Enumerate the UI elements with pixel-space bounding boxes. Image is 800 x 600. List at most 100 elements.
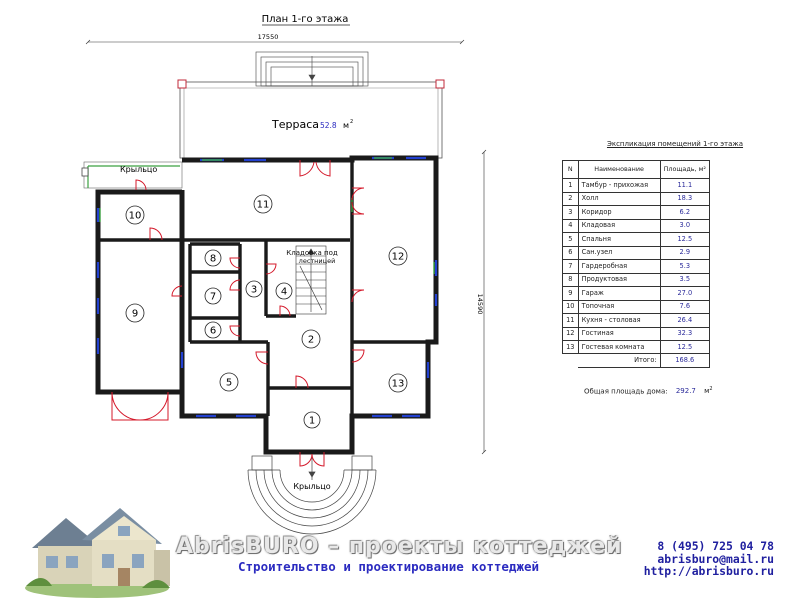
row-number: 4 — [562, 218, 579, 234]
room-number: 9 — [132, 309, 138, 320]
row-number: 5 — [562, 232, 579, 247]
house-total-unit: м — [704, 387, 710, 396]
room-name: Спальня — [577, 232, 661, 247]
room-marker-3: 3 — [245, 280, 263, 298]
left-porch-label: Крыльцо — [120, 165, 157, 174]
room-name: Холл — [577, 191, 661, 207]
room-area: 12.5 — [659, 339, 711, 355]
total-blank — [562, 353, 579, 368]
row-number: 9 — [562, 286, 579, 301]
room-area: 27.0 — [659, 286, 711, 301]
house-total: Общая площадь дома: 292.7 м2 — [584, 386, 790, 395]
room-area: 11.1 — [659, 178, 711, 193]
room-number: 1 — [309, 416, 315, 427]
room-marker-circle — [204, 249, 222, 267]
website-link[interactable]: http://abrisburo.ru — [643, 564, 774, 578]
row-number: 13 — [562, 339, 579, 355]
brand-slogan: Строительство и проектирование коттеджей — [238, 559, 540, 574]
room-marker-4: 4 — [275, 282, 293, 300]
room-marker-circle — [245, 280, 263, 298]
row-number: 10 — [562, 299, 579, 315]
room-number: 7 — [210, 292, 216, 303]
room-name: Сан.узел — [577, 245, 661, 261]
doors — [111, 160, 365, 467]
total-label: Итого: — [578, 353, 661, 368]
room-marker-13: 13 — [388, 373, 408, 393]
room-number: 2 — [308, 335, 314, 346]
room-marker-circle — [204, 287, 222, 305]
cottage-illustration — [25, 508, 170, 598]
storage-label-2: лестницей — [299, 257, 336, 265]
terrace-unit-sup: 2 — [350, 119, 353, 125]
height-dimension-label: 14590 — [476, 294, 484, 315]
row-number: 1 — [562, 178, 579, 193]
room-marker-circle — [388, 373, 408, 393]
room-area: 26.4 — [659, 313, 711, 328]
room-area: 7.6 — [659, 299, 711, 315]
room-marker-12: 12 — [388, 246, 408, 266]
room-name: Кухня - столовая — [577, 313, 661, 328]
explication-title: Экспликация помещений 1-го этажа — [606, 140, 744, 148]
room-name: Топочная — [577, 299, 661, 315]
room-number: 12 — [392, 252, 405, 263]
row-number: 8 — [562, 272, 579, 288]
header-name: Наименование — [577, 159, 661, 180]
room-name: Коридор — [577, 205, 661, 220]
room-number: 11 — [257, 200, 270, 211]
width-dimension — [85, 39, 465, 45]
brand-title: AbrisBURO – проекты коттеджей — [176, 534, 623, 559]
room-marker-circle — [219, 372, 239, 392]
room-number: 10 — [129, 211, 142, 222]
room-name: Кладовая — [577, 218, 661, 234]
footer-branding: AbrisBURO – проекты коттеджей Строительс… — [176, 534, 636, 574]
email-link[interactable]: abrisburo@mail.ru — [657, 551, 774, 566]
room-name: Продуктовая — [577, 272, 661, 288]
room-marker-circle — [125, 205, 145, 225]
room-area: 12.5 — [659, 232, 711, 247]
room-marker-11: 11 — [253, 194, 273, 214]
total-value: 168.6 — [659, 353, 711, 368]
stairs — [295, 245, 327, 315]
room-name: Гардеробная — [577, 259, 661, 274]
height-dimension — [481, 149, 487, 455]
row-number: 6 — [562, 245, 579, 261]
room-area: 6.2 — [659, 205, 711, 220]
room-marker-10: 10 — [125, 205, 145, 225]
room-number: 13 — [392, 379, 405, 390]
room-marker-circle — [301, 329, 321, 349]
room-marker-circle — [253, 194, 273, 214]
room-marker-circle — [125, 303, 145, 323]
room-marker-7: 7 — [204, 287, 222, 305]
room-marker-circle — [388, 246, 408, 266]
room-number: 4 — [281, 287, 287, 298]
room-marker-6: 6 — [204, 321, 222, 339]
room-explication: Экспликация помещений 1-го этажа N Наиме… — [560, 140, 790, 395]
front-porch-label: Крыльцо — [293, 482, 330, 491]
phone-number[interactable]: 8 (495) 725 04 78 — [657, 539, 774, 553]
terrace-unit: м — [343, 121, 349, 130]
room-marker-2: 2 — [301, 329, 321, 349]
room-area: 32.3 — [659, 326, 711, 342]
room-marker-circle — [303, 411, 321, 429]
room-area: 3.5 — [659, 272, 711, 288]
room-marker-5: 5 — [219, 372, 239, 392]
front-porch — [247, 455, 377, 535]
row-number: 11 — [562, 313, 579, 328]
house-total-label: Общая площадь дома: — [584, 387, 668, 396]
room-number: 5 — [226, 378, 232, 389]
house-total-unit-sup: 2 — [709, 385, 713, 392]
terrace-area: 52.8 — [320, 121, 337, 130]
header-area: Площадь, м² — [659, 159, 711, 180]
